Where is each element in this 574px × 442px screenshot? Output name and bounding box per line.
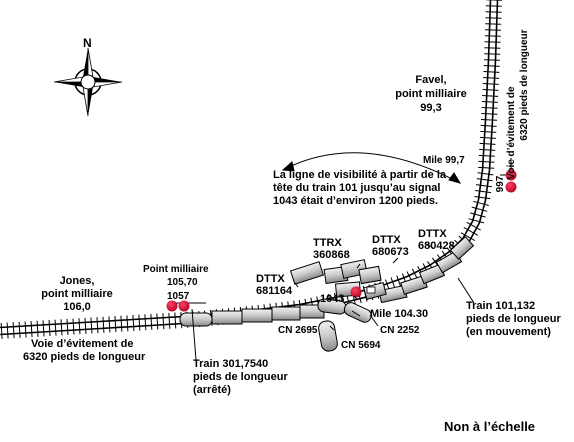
favel-label-3: 99,3	[420, 102, 441, 114]
favel-label-2: point milliaire	[395, 88, 467, 100]
signal-1057-icon	[166, 300, 206, 312]
jones-label-3: 106,0	[63, 301, 91, 313]
siding-right-label-2: 6320 pieds de longueur	[519, 29, 530, 140]
point-milliaire-1057-label-1: Point milliaire	[143, 264, 209, 275]
compass-rose-icon	[53, 47, 123, 117]
train-301-label-2: pieds de longueur	[193, 371, 288, 383]
dttx-680428-label-2: 680428	[418, 240, 455, 252]
signal-997-label: 997	[495, 175, 506, 192]
train-301-label-3: (arrêté)	[193, 384, 231, 396]
dttx-680673-label-1: DTTX	[372, 234, 401, 246]
dttx-681164-label-2: 681164	[256, 285, 293, 297]
train-301-label-1: Train 301,7540	[193, 358, 268, 370]
derailed-cars	[289, 259, 387, 352]
main-track	[0, 0, 503, 339]
cn-2695-label: CN 2695	[278, 325, 318, 336]
siding-left-label-1: Voie d’évitement de	[31, 338, 134, 350]
signal-1057-label: 1057	[167, 291, 190, 302]
track-layer	[0, 0, 503, 339]
favel-label-1: Favel,	[415, 74, 446, 86]
train-101-label-1: Train 101,132	[466, 300, 535, 312]
sightline-note-3: 1043 était d’environ 1200 pieds.	[273, 195, 438, 207]
siding-right-label-1: Voie d’évitement de	[506, 86, 517, 180]
mile-104-30-label: Mile 104.30	[370, 308, 428, 320]
sightline-note-1: La ligne de visibilité à partir de la	[273, 169, 447, 181]
signal-1043-label: 1043	[320, 293, 344, 305]
mile-99-7-label: Mile 99,7	[423, 155, 465, 166]
compass-north-label: N	[83, 36, 92, 50]
scale-note: Non à l’échelle	[444, 419, 535, 434]
train-101-label-3: (en mouvement)	[466, 326, 551, 338]
train-101-consist	[378, 236, 475, 304]
signal-997-icon	[500, 169, 517, 193]
sightline-note-2: tête du train 101 jusqu’au signal	[273, 182, 440, 194]
sightline-arrow-icon	[281, 152, 462, 184]
point-milliaire-1057-label-2: 105,70	[167, 277, 198, 288]
signal-1043-icon	[350, 286, 362, 298]
train-301-consist	[179, 304, 325, 327]
leader-lines	[191, 158, 512, 361]
cn-2252-label: CN 2252	[380, 325, 420, 336]
jones-label-1: Jones,	[60, 275, 95, 287]
cn-5694-label: CN 5694	[341, 340, 381, 351]
siding-left-label-2: 6320 pieds de longueur	[23, 351, 146, 363]
jones-label-2: point milliaire	[41, 288, 113, 300]
train-101-label-2: pieds de longueur	[466, 313, 561, 325]
ttrx-label-2: 360868	[313, 249, 350, 261]
dttx-681164-label-1: DTTX	[256, 273, 285, 285]
dttx-680428-label-1: DTTX	[418, 228, 447, 240]
dttx-680673-label-2: 680673	[372, 246, 409, 258]
ttrx-label-1: TTRX	[313, 237, 342, 249]
